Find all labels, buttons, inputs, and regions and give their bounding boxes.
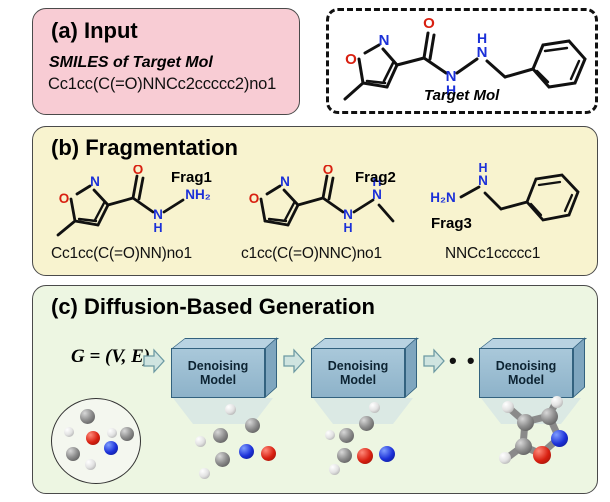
atom-hydrogen	[225, 404, 236, 415]
target-mol-label: Target Mol	[424, 87, 500, 104]
frag2-ring-nitrogen-label: N	[280, 174, 290, 189]
amide-nh-hydrogen-label: H	[446, 82, 456, 98]
panel-diffusion-generation: (c) Diffusion-Based Generation G = (V, E…	[32, 285, 598, 494]
target-mol-box: O O N N H N H Target Mol	[326, 8, 598, 114]
panel-a-title: (a) Input	[51, 18, 138, 43]
panel-c-title: (c) Diffusion-Based Generation	[51, 294, 375, 319]
panel-input: (a) Input SMILES of Target Mol Cc1cc(C(=…	[32, 8, 300, 115]
atom-carbon	[339, 428, 354, 443]
frag1-ring-nitrogen-label: N	[90, 174, 100, 189]
frag2-oxygen-label: O	[323, 165, 334, 177]
atom-carbon	[215, 452, 230, 467]
frag2-name: Frag2	[355, 169, 396, 186]
intermediate-molecule-1	[183, 398, 293, 486]
denoise-label-1-line2: Model	[199, 373, 237, 387]
atom-hydrogen	[85, 459, 96, 470]
atom-hydrogen	[325, 430, 335, 440]
target-mol-structure: O O N N H N H	[343, 15, 587, 101]
atom-hydrogen	[502, 401, 514, 413]
frag2-nh-hydrogen-label: H	[343, 221, 352, 235]
generated-molecule-bonds	[503, 396, 563, 462]
arrow-icon-0	[143, 348, 165, 374]
frag1-name: Frag1	[171, 169, 212, 186]
intermediate-molecule-2	[323, 398, 433, 486]
oxygen-label: O	[423, 15, 435, 32]
frag1-smiles: Cc1cc(C(=O)NN)no1	[51, 245, 192, 262]
box-side-face-3	[573, 337, 585, 398]
denoise-label-3-line1: Denoising	[495, 358, 557, 373]
frag1-ring-oxygen-label: O	[59, 191, 70, 206]
atom-oxygen	[533, 446, 551, 464]
frag3-smiles: NNCc1ccccc1	[445, 245, 541, 262]
atom-oxygen	[86, 431, 100, 445]
denoise-label-2-line2: Model	[339, 373, 377, 387]
atom-nitrogen	[379, 446, 395, 462]
atom-nitrogen	[551, 430, 568, 447]
frag1-structure: O O N N H NH₂	[56, 165, 211, 237]
arrow-icon-2	[423, 348, 445, 374]
atom-nitrogen	[104, 441, 118, 455]
atom-carbon	[337, 448, 352, 463]
arrow-icon-1	[283, 348, 305, 374]
atom-carbon	[245, 418, 260, 433]
generated-molecule	[485, 396, 595, 488]
amide-nitrogen-label: N	[446, 68, 457, 85]
atom-carbon	[359, 416, 374, 431]
frag2-ring-oxygen-label: O	[249, 191, 260, 206]
smiles-sublabel: SMILES of Target Mol	[49, 54, 213, 71]
hydrazide-nitrogen-label: N	[477, 44, 488, 61]
frag3-nitrogen-label: N	[478, 173, 488, 188]
denoise-label-2-line1: Denoising	[327, 358, 389, 373]
atom-hydrogen	[107, 428, 117, 438]
frag3-name: Frag3	[431, 215, 472, 232]
atom-carbon	[80, 409, 95, 424]
atom-hydrogen	[195, 436, 206, 447]
frag1-oxygen-label: O	[133, 165, 144, 177]
graph-formula: G = (V, E)	[71, 346, 151, 367]
frag3-structure: H₂N N H	[430, 161, 580, 222]
frag2-structure: O O N N H N H	[249, 165, 395, 235]
atom-carbon	[213, 428, 228, 443]
atom-hydrogen	[369, 402, 380, 413]
frag2-amide-nitrogen-label: N	[343, 207, 353, 222]
box-side-face-1	[265, 337, 277, 398]
frag3-nh-hydrogen-label: H	[478, 161, 487, 175]
frag1-amine-label: NH₂	[185, 187, 211, 202]
atom-hydrogen	[199, 468, 210, 479]
atom-oxygen	[357, 448, 373, 464]
atom-carbon	[66, 447, 80, 461]
atom-carbon	[120, 427, 134, 441]
ring-nitrogen-label: N	[379, 32, 390, 49]
panel-b-title: (b) Fragmentation	[51, 135, 238, 160]
box-side-face-2	[405, 337, 417, 398]
panel-fragmentation: (b) Fragmentation O O N N H NH₂ Frag1 Cc…	[32, 126, 598, 276]
atom-oxygen	[261, 446, 276, 461]
frag2-smiles: c1cc(C(=O)NNC)no1	[241, 245, 382, 262]
atom-hydrogen	[551, 396, 563, 408]
atom-carbon	[517, 414, 534, 431]
frag3-amine-label: H₂N	[430, 190, 456, 205]
atom-nitrogen	[239, 444, 254, 459]
atom-hydrogen	[329, 464, 340, 475]
atom-carbon	[515, 438, 532, 455]
atom-hydrogen	[64, 427, 74, 437]
input-smiles-text: Cc1cc(C(=O)NNCc2ccccc2)no1	[48, 75, 277, 93]
atom-hydrogen	[499, 452, 511, 464]
frag2-terminal-nitrogen-label: N	[372, 187, 382, 202]
atom-carbon	[541, 408, 558, 425]
frag2-terminal-nh-hydrogen-label: H	[372, 175, 381, 189]
noise-atoms-circle	[51, 398, 141, 484]
denoise-label-1-line1: Denoising	[187, 358, 249, 373]
hydrazide-nh-hydrogen-label: H	[477, 30, 487, 46]
denoise-label-3-line2: Model	[507, 373, 545, 387]
ring-oxygen-label: O	[345, 51, 357, 68]
frag1-amide-nitrogen-label: N	[153, 207, 163, 222]
frag1-nh-hydrogen-label: H	[153, 221, 162, 235]
